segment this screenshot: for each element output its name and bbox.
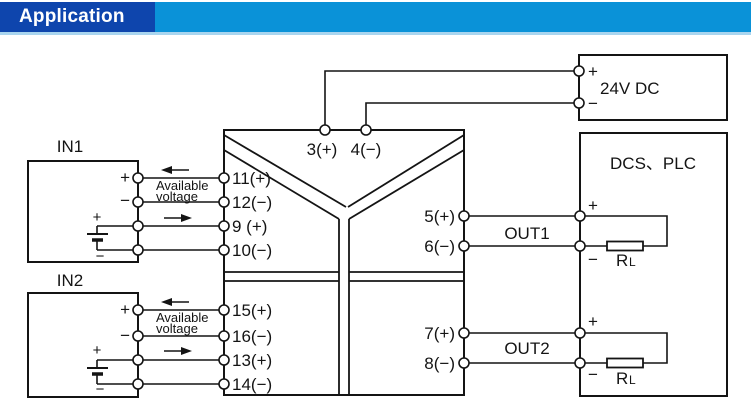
batteries bbox=[87, 233, 108, 376]
terminal-dcs1-plus bbox=[574, 210, 586, 222]
battery2-minus-sign: − bbox=[96, 381, 105, 398]
terminal-5 bbox=[458, 210, 470, 222]
dcs-plc-box bbox=[579, 132, 728, 397]
terminal-16-label: 16(−) bbox=[232, 327, 272, 346]
divider-right-inner bbox=[348, 149, 465, 220]
terminals bbox=[132, 65, 586, 390]
terminal-4-label: 4(−) bbox=[351, 140, 382, 159]
terminal-14 bbox=[218, 378, 230, 390]
rl1-label: R bbox=[616, 251, 628, 270]
terminal-8 bbox=[458, 357, 470, 369]
terminal-8-label: 8(−) bbox=[424, 354, 455, 373]
in1-minus-sign: − bbox=[120, 191, 130, 210]
terminal-in2-a bbox=[132, 304, 144, 316]
power-label: 24V DC bbox=[600, 79, 660, 98]
header-accent-dark: Application bbox=[0, 2, 155, 32]
power-supply-box bbox=[578, 54, 728, 121]
arrows bbox=[161, 166, 192, 355]
terminal-13 bbox=[218, 354, 230, 366]
labels: IN1 + − + − Available voltage IN2 + − + … bbox=[57, 62, 696, 398]
terminal-6-label: 6(−) bbox=[424, 237, 455, 256]
terminal-in2-b bbox=[132, 330, 144, 342]
in2-available-voltage-line2: voltage bbox=[156, 321, 198, 336]
in1-available-voltage-line1: Available bbox=[156, 178, 209, 193]
terminal-3-label: 3(+) bbox=[307, 140, 338, 159]
load-resistors bbox=[606, 240, 644, 369]
dcs1-plus-sign: + bbox=[588, 196, 598, 215]
in1-plus-sign: + bbox=[120, 168, 130, 187]
terminal-12 bbox=[218, 196, 230, 208]
in1-available-voltage-line2: voltage bbox=[156, 189, 198, 204]
dcs2-minus-sign: − bbox=[588, 365, 598, 384]
isolator-device-box bbox=[223, 129, 465, 396]
battery2-plus-sign: + bbox=[93, 342, 102, 359]
terminal-7 bbox=[458, 327, 470, 339]
terminal-11-label: 11(+) bbox=[232, 169, 271, 188]
in2-available-voltage-line1: Available bbox=[156, 310, 209, 325]
terminal-4 bbox=[360, 124, 372, 136]
divider-left-inner bbox=[223, 149, 340, 220]
terminal-6 bbox=[458, 240, 470, 252]
terminal-power-plus bbox=[573, 65, 585, 77]
in2-plus-sign: + bbox=[120, 300, 130, 319]
terminal-in1-a bbox=[132, 172, 144, 184]
terminal-dcs2-plus bbox=[574, 327, 586, 339]
terminal-5-label: 5(+) bbox=[424, 207, 455, 226]
arrow-right-icon bbox=[181, 214, 192, 222]
terminal-dcs2-minus bbox=[574, 357, 586, 369]
terminal-10 bbox=[218, 244, 230, 256]
divider-left-outer bbox=[223, 134, 347, 208]
header-accent-light bbox=[155, 2, 751, 32]
terminal-15-label: 15(+) bbox=[232, 301, 272, 320]
divider-right-outer bbox=[347, 134, 465, 208]
rl2-label-sub: L bbox=[629, 373, 636, 387]
wire-power-minus bbox=[365, 102, 579, 130]
rl2-label: R bbox=[616, 369, 628, 388]
terminal-in2-c bbox=[132, 354, 144, 366]
arrow-left-icon bbox=[161, 166, 172, 174]
terminal-16 bbox=[218, 330, 230, 342]
terminal-9-label: 9 (+) bbox=[232, 217, 267, 236]
terminal-13-label: 13(+) bbox=[232, 351, 272, 370]
terminal-14-label: 14(−) bbox=[232, 375, 272, 394]
terminal-in1-d bbox=[132, 244, 144, 256]
arrow-left-icon bbox=[161, 298, 172, 306]
dcs1-minus-sign: − bbox=[588, 250, 598, 269]
resistor-rl1 bbox=[606, 240, 644, 252]
in1-box bbox=[27, 160, 139, 263]
in1-label: IN1 bbox=[57, 137, 83, 156]
terminal-dcs1-minus bbox=[574, 240, 586, 252]
terminal-11 bbox=[218, 172, 230, 184]
in2-box bbox=[27, 292, 139, 398]
arrow-right-icon bbox=[181, 347, 192, 355]
terminal-9 bbox=[218, 220, 230, 232]
dcs-plc-label: DCS、PLC bbox=[610, 154, 696, 173]
battery1-plus-sign: + bbox=[93, 209, 102, 226]
isolation-dividers bbox=[223, 134, 465, 394]
terminal-in2-d bbox=[132, 378, 144, 390]
wire-power-plus bbox=[324, 70, 579, 130]
resistor-rl2 bbox=[606, 357, 644, 369]
dcs2-plus-sign: + bbox=[588, 312, 598, 331]
terminal-power-minus bbox=[573, 97, 585, 109]
terminal-in1-c bbox=[132, 220, 144, 232]
power-plus-sign: + bbox=[588, 62, 598, 81]
in2-label: IN2 bbox=[57, 271, 83, 290]
out1-label: OUT1 bbox=[504, 224, 549, 243]
terminal-10-label: 10(−) bbox=[232, 241, 272, 260]
out2-label: OUT2 bbox=[504, 339, 549, 358]
terminal-12-label: 12(−) bbox=[232, 193, 272, 212]
boxes bbox=[27, 54, 728, 398]
terminal-7-label: 7(+) bbox=[424, 324, 455, 343]
page-title: Application bbox=[19, 6, 125, 27]
in2-minus-sign: − bbox=[120, 326, 130, 345]
terminal-3 bbox=[319, 124, 331, 136]
terminal-15 bbox=[218, 304, 230, 316]
rl1-label-sub: L bbox=[629, 255, 636, 269]
terminal-in1-b bbox=[132, 196, 144, 208]
power-minus-sign: − bbox=[588, 94, 598, 113]
header-bottom-strip bbox=[0, 32, 751, 35]
battery1-minus-sign: − bbox=[96, 248, 105, 265]
